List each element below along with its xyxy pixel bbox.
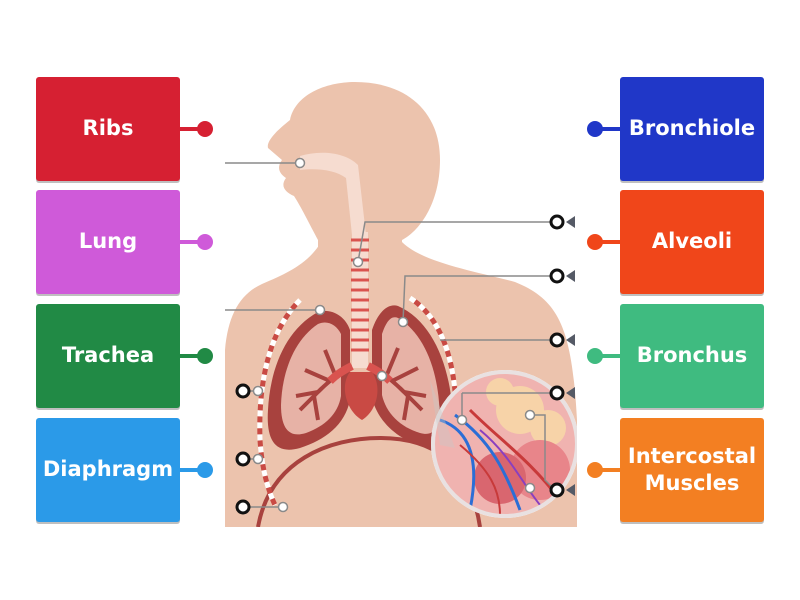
label-text-intercostal-muscles: Intercostal Muscles [627, 443, 757, 495]
head [267, 82, 440, 240]
label-text-lung: Lung [78, 229, 138, 254]
body-illustration [225, 82, 577, 527]
label-card-ribs[interactable]: Ribs [36, 77, 180, 181]
label-text-ribs: Ribs [82, 116, 134, 141]
connector-bronchus [596, 354, 620, 358]
connector-diaphragm [180, 468, 204, 472]
label-card-alveoli[interactable]: Alveoli [620, 190, 764, 294]
pin-lung[interactable] [197, 234, 213, 250]
drop-target-3[interactable] [549, 332, 575, 348]
alveoli-magnified [430, 370, 577, 518]
pin-ribs[interactable] [197, 121, 213, 137]
drop-target-2[interactable] [549, 268, 575, 284]
label-card-diaphragm[interactable]: Diaphragm [36, 418, 180, 522]
pin-trachea[interactable] [197, 348, 213, 364]
label-card-trachea[interactable]: Trachea [36, 304, 180, 408]
connector-bronchiole [596, 127, 620, 131]
connector-trachea [180, 354, 204, 358]
label-text-trachea: Trachea [61, 343, 155, 368]
label-card-intercostal-muscles[interactable]: Intercostal Muscles [620, 418, 764, 522]
connector-ribs [180, 127, 204, 131]
label-text-alveoli: Alveoli [651, 229, 733, 254]
connector-lung [180, 240, 204, 244]
right-lung-inner [382, 317, 440, 434]
pointer-lines [225, 162, 558, 508]
rib-outline-dark [257, 295, 459, 507]
label-card-bronchus[interactable]: Bronchus [620, 304, 764, 408]
label-card-lung[interactable]: Lung [36, 190, 180, 294]
connector-intercostal-muscles [596, 468, 620, 472]
drop-target-7[interactable] [235, 451, 251, 467]
airway-passage [300, 152, 366, 235]
drop-target-6[interactable] [235, 383, 251, 399]
label-text-bronchus: Bronchus [636, 343, 748, 368]
label-text-bronchiole: Bronchiole [628, 116, 756, 141]
drop-target-4[interactable] [549, 385, 575, 401]
label-card-bronchiole[interactable]: Bronchiole [620, 77, 764, 181]
pin-bronchus[interactable] [587, 348, 603, 364]
pin-alveoli[interactable] [587, 234, 603, 250]
drop-target-5[interactable] [549, 482, 575, 498]
drop-target-1[interactable] [549, 214, 575, 230]
connector-alveoli [596, 240, 620, 244]
pin-intercostal-muscles[interactable] [587, 462, 603, 478]
heart [344, 372, 378, 420]
pin-bronchiole[interactable] [587, 121, 603, 137]
drop-target-8[interactable] [235, 499, 251, 515]
label-text-diaphragm: Diaphragm [42, 457, 174, 482]
anchor-dots [252, 157, 536, 513]
pin-diaphragm[interactable] [197, 462, 213, 478]
